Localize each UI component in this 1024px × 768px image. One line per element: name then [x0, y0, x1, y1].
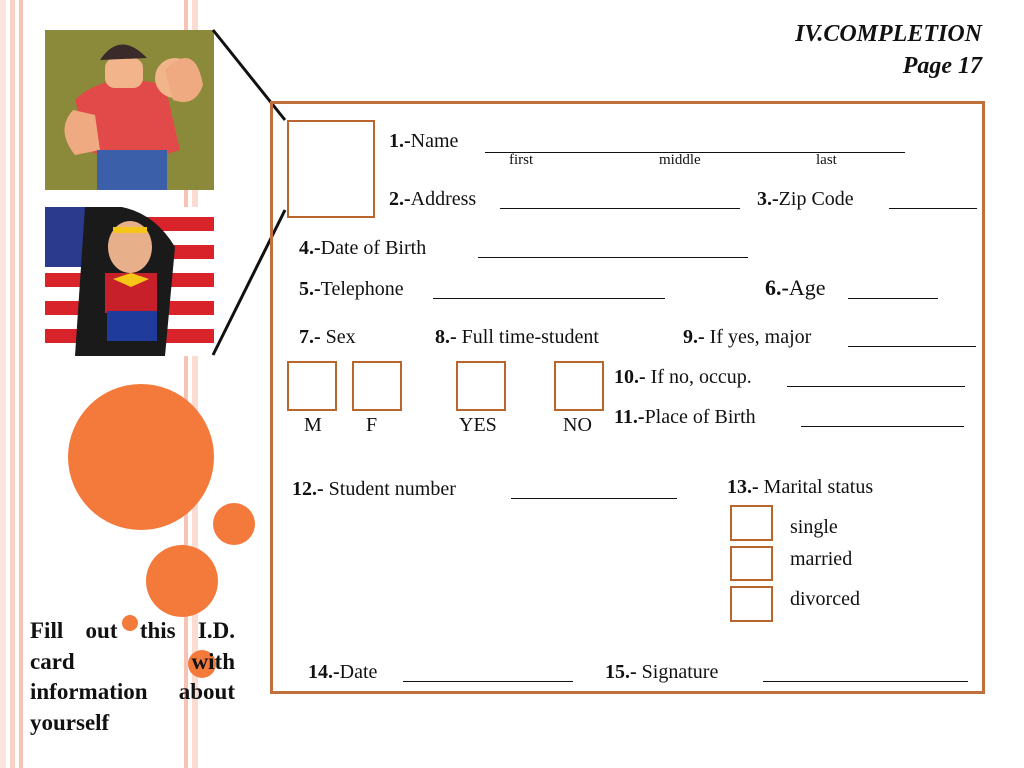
age-field[interactable]	[848, 298, 938, 299]
decor-stripe	[0, 0, 6, 768]
birthplace-label: 11.-Place of Birth	[614, 406, 756, 428]
fulltime-option-yes: YES	[459, 414, 497, 436]
sex-male-checkbox[interactable]	[287, 361, 337, 411]
student-number-field[interactable]	[511, 498, 677, 499]
name-field[interactable]	[485, 152, 905, 153]
zip-label: 3.-Zip Code	[757, 188, 854, 210]
marital-label: 13.- Marital status	[727, 476, 874, 498]
sex-female-checkbox[interactable]	[352, 361, 402, 411]
signature-field[interactable]	[763, 681, 968, 682]
fulltime-yes-checkbox[interactable]	[456, 361, 506, 411]
decor-circle	[213, 503, 255, 545]
date-label: 14.-Date	[308, 661, 378, 683]
decor-circle	[68, 384, 214, 530]
marital-married-checkbox[interactable]	[730, 546, 773, 581]
date-field[interactable]	[403, 681, 573, 682]
telephone-field[interactable]	[433, 298, 665, 299]
decor-circle	[122, 615, 138, 631]
marital-option-divorced: divorced	[790, 588, 860, 610]
wonder-woman-illustration	[45, 207, 214, 356]
page-number: Page 17	[902, 53, 982, 79]
pointer-lines	[211, 29, 287, 356]
marital-option-married: married	[790, 548, 853, 570]
strongman-illustration	[45, 30, 214, 190]
decor-stripe	[10, 0, 15, 768]
major-field[interactable]	[848, 346, 976, 347]
marital-option-single: single	[790, 516, 838, 538]
fulltime-option-no: NO	[563, 414, 592, 436]
occupation-label: 10.- If no, occup.	[614, 366, 752, 388]
zip-field[interactable]	[889, 208, 977, 209]
student-number-label: 12.- Student number	[292, 478, 456, 500]
decor-stripe	[192, 0, 198, 768]
dob-label: 4.-Date of Birth	[299, 237, 427, 259]
id-card-form: 1.-Name first middle last 2.-Address 3.-…	[270, 101, 985, 694]
wonder-woman-image	[45, 207, 214, 356]
telephone-label: 5.-Telephone	[299, 278, 404, 300]
decor-stripe	[184, 0, 188, 768]
name-sub-last: last	[816, 152, 837, 168]
photo-box[interactable]	[287, 120, 375, 218]
sex-option-f: F	[366, 414, 378, 436]
sex-option-m: M	[304, 414, 322, 436]
instruction-text: Fill out this I.D. card with information…	[30, 618, 235, 735]
decor-stripe	[19, 0, 23, 768]
dob-field[interactable]	[478, 257, 748, 258]
fulltime-no-checkbox[interactable]	[554, 361, 604, 411]
address-label: 2.-Address	[389, 188, 477, 210]
decor-circle	[146, 545, 218, 617]
marital-single-checkbox[interactable]	[730, 505, 773, 541]
name-sub-middle: middle	[659, 152, 701, 168]
strongman-image	[45, 30, 214, 190]
fulltime-label: 8.- Full time-student	[435, 326, 599, 348]
sex-label: 7.- Sex	[299, 326, 356, 348]
age-label: 6.-Age	[765, 275, 826, 300]
signature-label: 15.- Signature	[605, 661, 719, 683]
decor-circle	[188, 650, 216, 678]
major-label: 9.- If yes, major	[683, 326, 812, 348]
marital-divorced-checkbox[interactable]	[730, 586, 773, 622]
birthplace-field[interactable]	[801, 426, 964, 427]
name-label: 1.-Name	[389, 130, 459, 152]
name-sub-first: first	[509, 152, 534, 168]
page-title: IV.COMPLETION	[795, 21, 982, 47]
address-field[interactable]	[500, 208, 740, 209]
occupation-field[interactable]	[787, 386, 965, 387]
